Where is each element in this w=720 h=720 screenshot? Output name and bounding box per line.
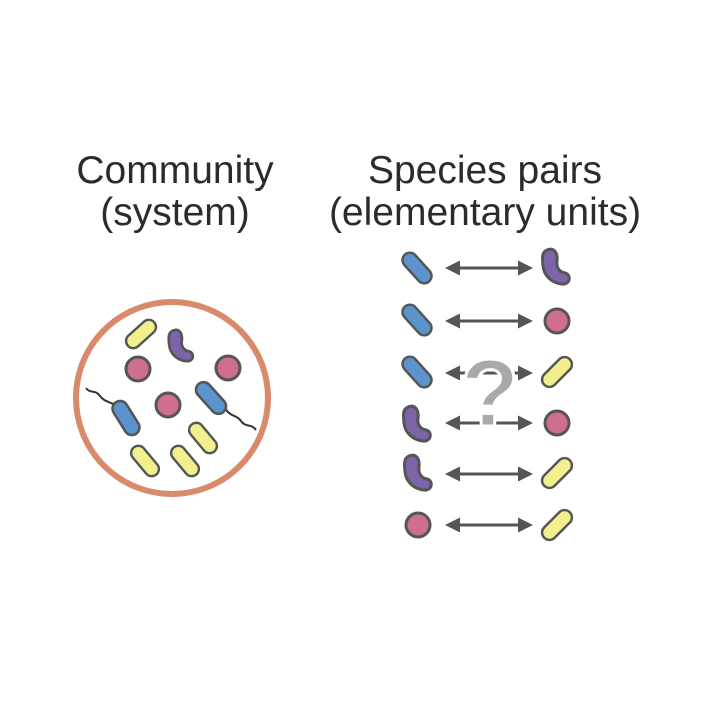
pair-row xyxy=(402,453,577,493)
yellow-rod-cell xyxy=(184,418,222,458)
pair-row xyxy=(404,505,577,545)
blue-rod-cell xyxy=(108,396,144,440)
blue-rod-cell xyxy=(398,300,436,340)
pair-row xyxy=(398,247,571,288)
community-heading: Community (system) xyxy=(60,150,290,234)
pink-coccus-cell xyxy=(214,354,242,382)
blue-rod-cell xyxy=(398,248,436,288)
species-pairs-heading: Species pairs (elementary units) xyxy=(300,150,670,234)
pink-coccus-cell xyxy=(543,307,571,335)
species-pairs-list: ? xyxy=(398,247,577,545)
blue-rod-cell xyxy=(398,352,436,392)
community-subtitle: (system) xyxy=(100,191,250,234)
blue-rod-cell xyxy=(191,377,231,419)
flagellum-right xyxy=(224,407,257,431)
purple-bean-cell xyxy=(540,247,571,286)
yellow-rod-cell xyxy=(166,441,204,481)
yellow-rod-cell xyxy=(537,453,577,493)
pair-row xyxy=(401,404,571,443)
yellow-rod-cell xyxy=(537,352,577,392)
community-circle xyxy=(73,299,271,497)
question-mark: ? xyxy=(461,340,520,447)
purple-bean-cell xyxy=(167,328,195,363)
purple-bean-cell xyxy=(401,404,432,443)
yellow-rod-cell xyxy=(126,441,164,481)
community-title: Community xyxy=(76,149,274,192)
pink-coccus-cell xyxy=(404,511,432,539)
pink-coccus-cell xyxy=(154,391,182,419)
pink-coccus-cell xyxy=(543,409,571,437)
species-pairs-subtitle: (elementary units) xyxy=(328,191,642,234)
species-pairs-title: Species pairs xyxy=(367,149,603,192)
yellow-rod-cell xyxy=(537,505,577,545)
pair-row xyxy=(398,352,577,392)
yellow-rod-cell xyxy=(121,315,161,353)
pink-coccus-cell xyxy=(124,355,152,383)
pair-row xyxy=(398,300,571,340)
purple-bean-cell xyxy=(402,453,433,492)
